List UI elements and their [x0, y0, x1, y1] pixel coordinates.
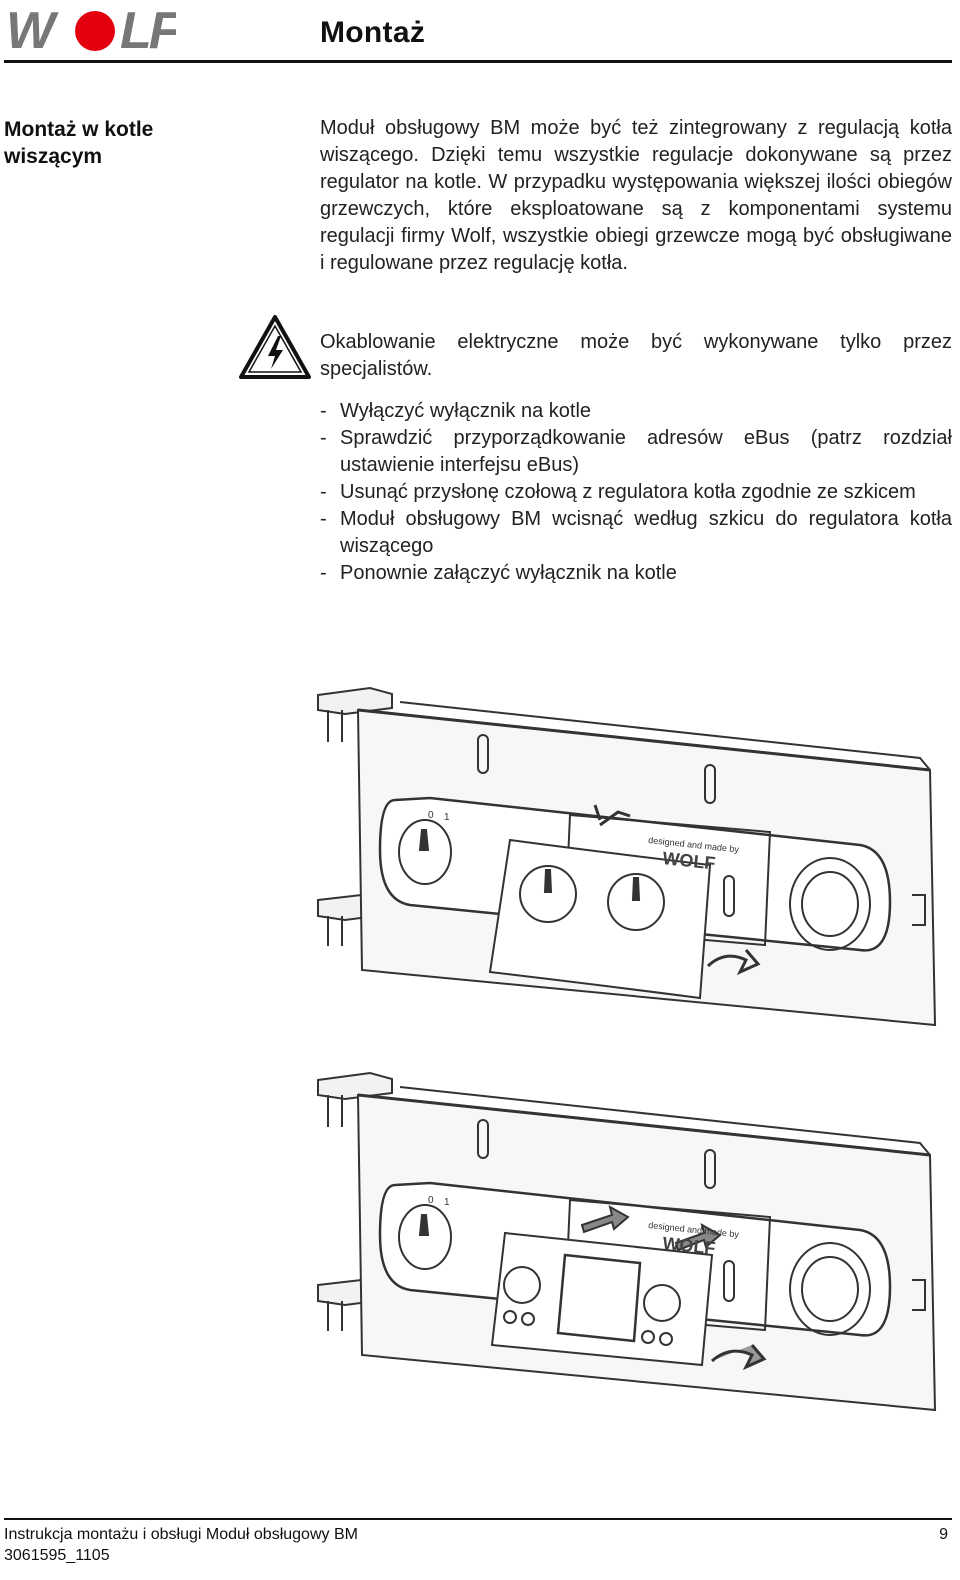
section-heading: Montaż w kotle wiszącym	[4, 118, 154, 168]
page-title: Montaż	[320, 16, 426, 49]
intro-paragraph: Moduł obsługowy BM może być też zintegro…	[320, 117, 952, 274]
dial-mark: 0	[428, 810, 434, 821]
footer-doc-number: 3061595_1105	[4, 1547, 110, 1564]
svg-text:LF: LF	[120, 4, 176, 54]
dial-mark: 1	[444, 1197, 450, 1208]
wolf-logo: W LF	[4, 4, 176, 54]
electrical-warning-icon	[239, 315, 311, 379]
step-item: Sprawdzić przyporządkowanie adresów eBus…	[320, 425, 952, 479]
header-divider	[4, 60, 952, 63]
step-item: Moduł obsługowy BM wcisnąć według szkicu…	[320, 506, 952, 560]
step-list: Wyłączyć wyłącznik na kotle Sprawdzić pr…	[320, 398, 952, 587]
dial-mark: 1	[444, 812, 450, 823]
svg-text:W: W	[6, 4, 59, 54]
page-number: 9	[939, 1526, 948, 1543]
step-item: Ponownie załączyć wyłącznik na kotle	[320, 560, 952, 587]
boiler-panel-figure-cover: designed and made by WOLF 0 1	[317, 686, 937, 1027]
warning-text: Okablowanie elektryczne może być wykonyw…	[320, 331, 952, 380]
step-item: Usunąć przysłonę czołową z regulatora ko…	[320, 479, 952, 506]
footer-divider	[4, 1518, 952, 1520]
footer-doc-title: Instrukcja montażu i obsługi Moduł obsłu…	[4, 1526, 358, 1543]
footer-info: Instrukcja montażu i obsługi Moduł obsłu…	[4, 1524, 358, 1566]
step-item: Wyłączyć wyłącznik na kotle	[320, 398, 952, 425]
boiler-panel-figure-bm-module: designed and made by WOLF 0 1	[317, 1071, 937, 1412]
dial-mark: 0	[428, 1195, 434, 1206]
